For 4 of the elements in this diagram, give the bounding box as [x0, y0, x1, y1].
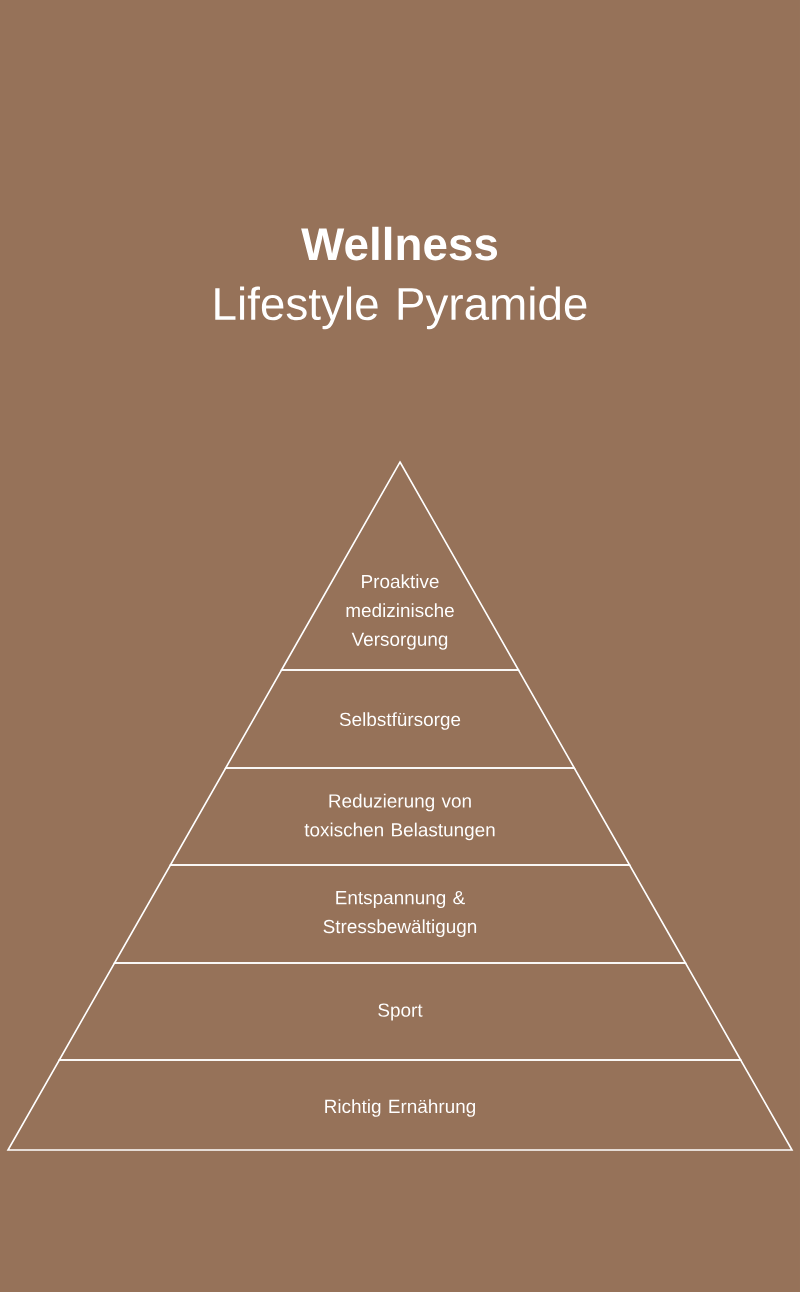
- pyramid-level: Reduzierung von toxischen Belastungen: [169, 767, 631, 866]
- pyramid-level: Entspannung & Stressbewältigugn: [113, 864, 687, 964]
- pyramid-level: Selbstfürsorge: [224, 669, 576, 769]
- title: Wellness Lifestyle Pyramide: [215, 226, 587, 330]
